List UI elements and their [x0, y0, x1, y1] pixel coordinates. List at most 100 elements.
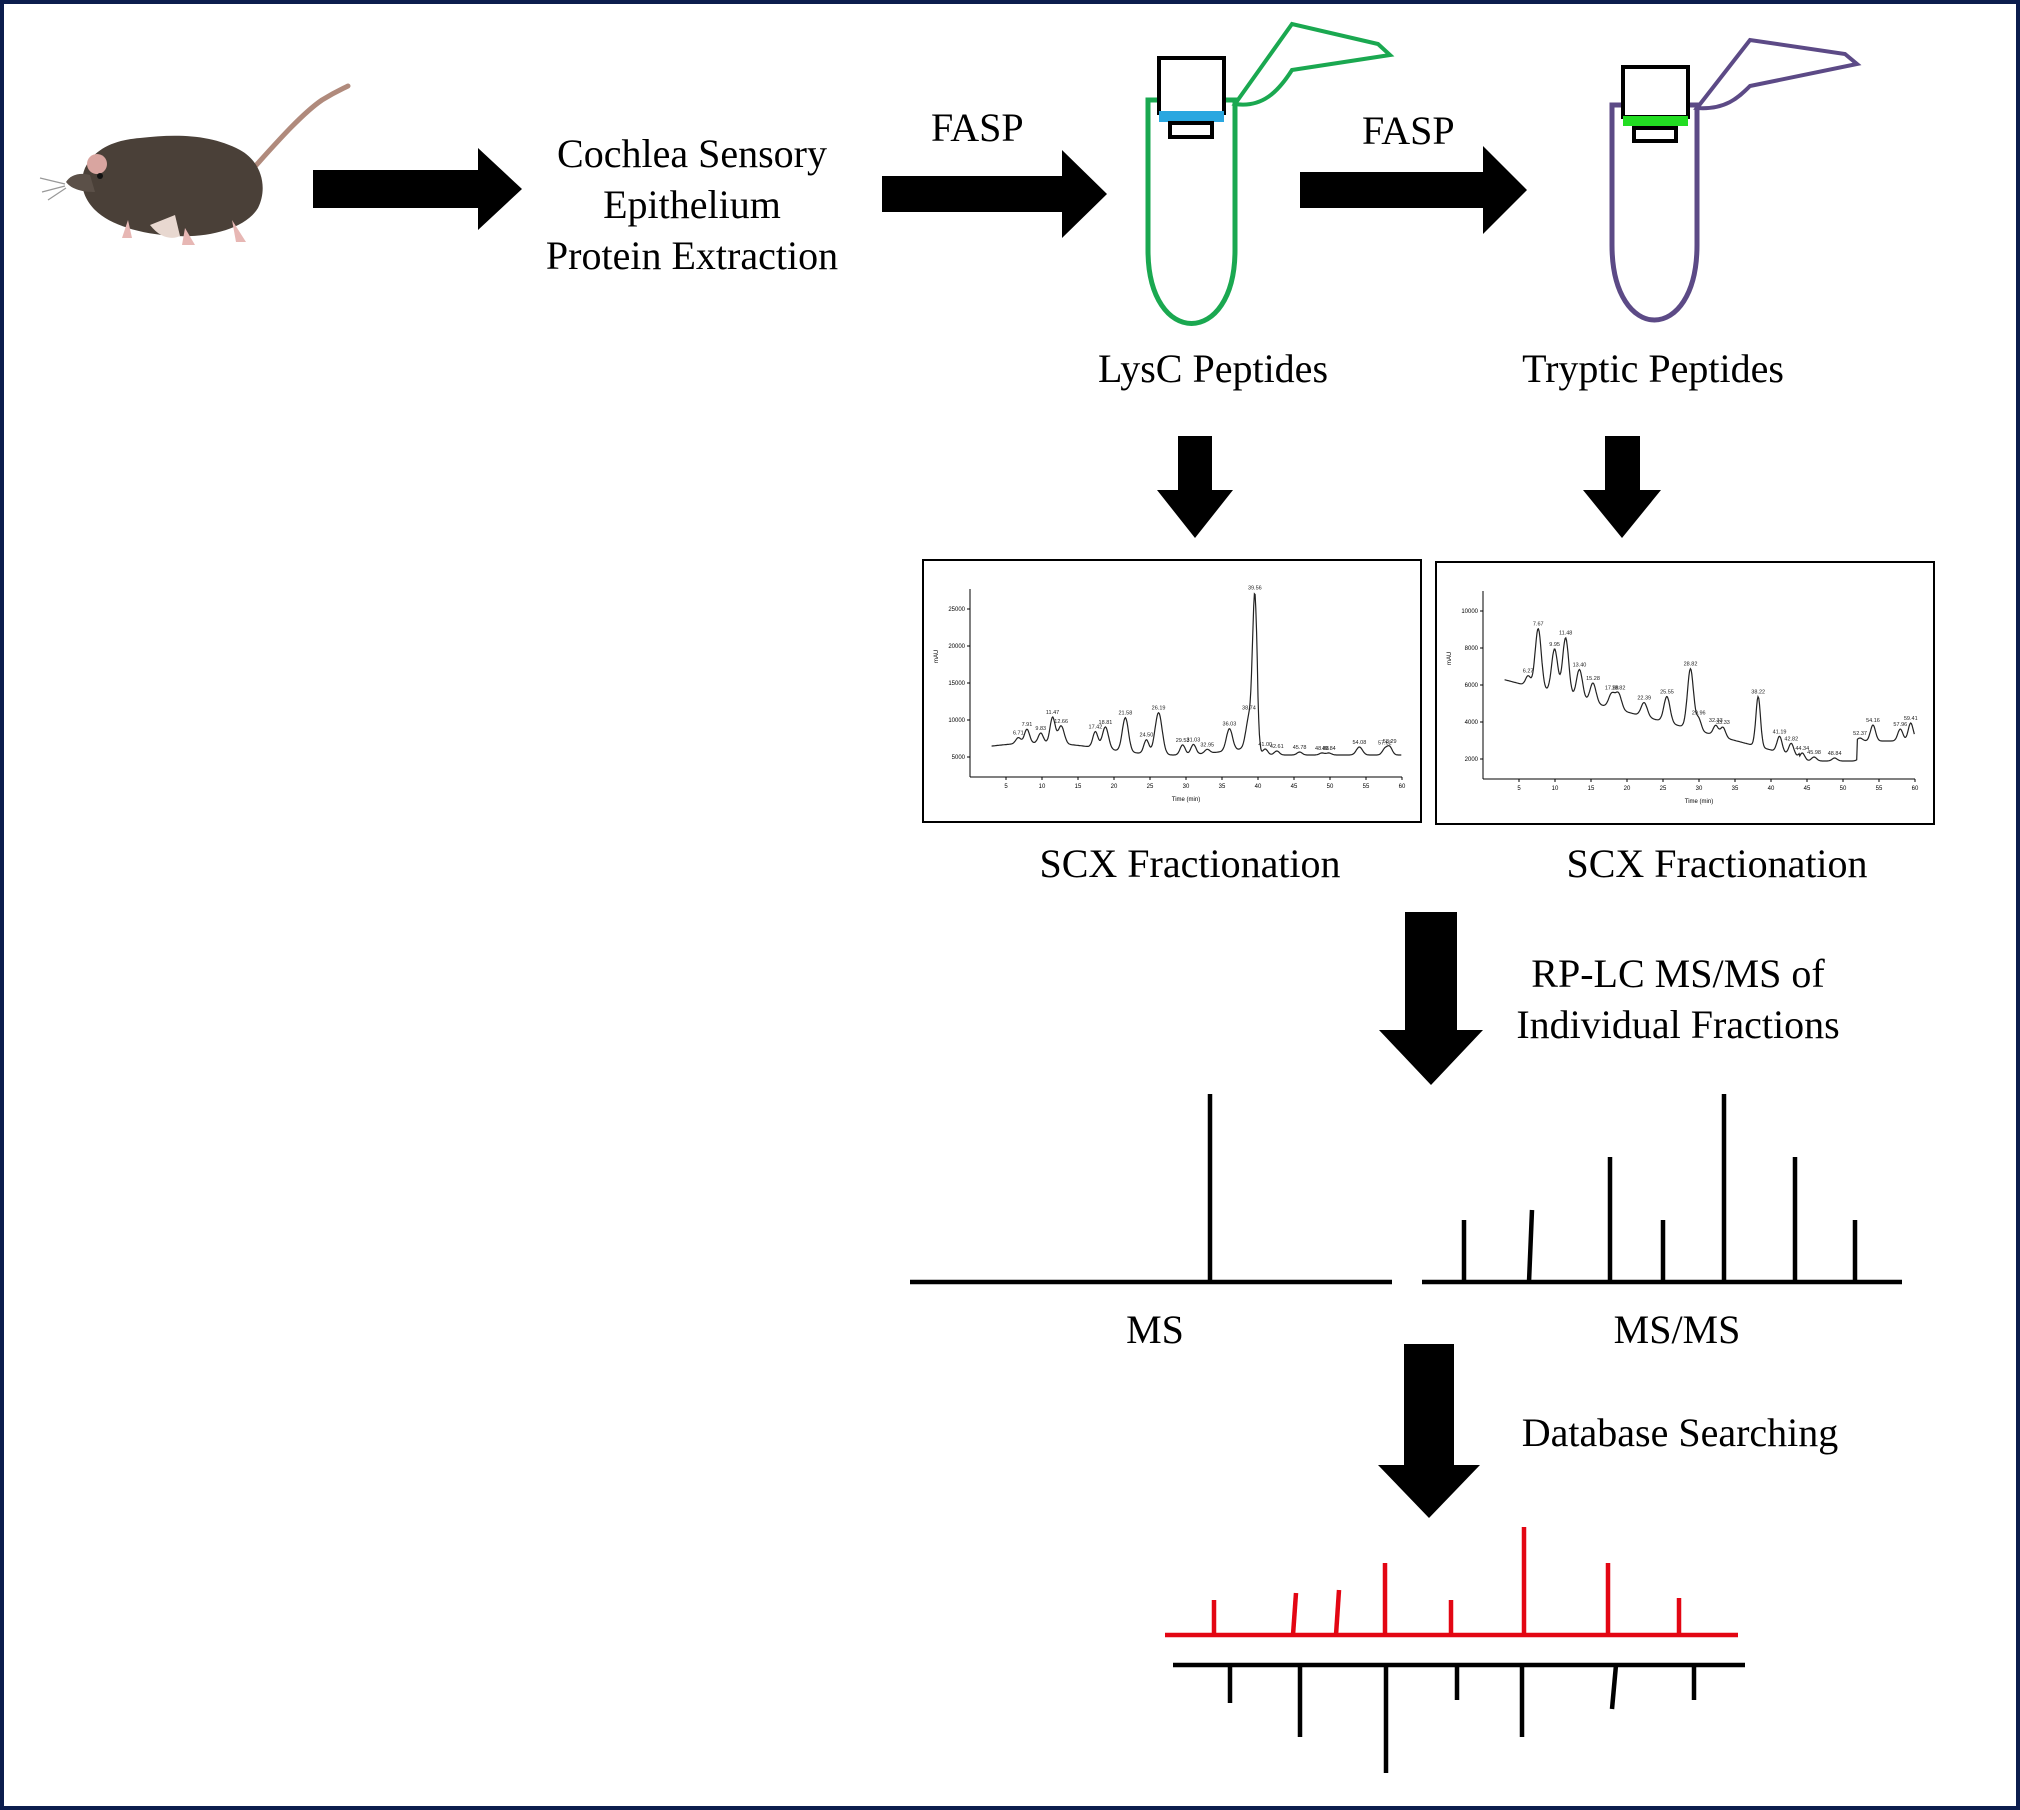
- y-axis-unit: mAU: [934, 650, 940, 663]
- x-tick-label: 45: [1804, 786, 1811, 792]
- peak-label: 29.53: [1176, 738, 1190, 744]
- extraction-label: Cochlea Sensory Epithelium Protein Extra…: [546, 128, 838, 281]
- peak-label: 41.00: [1258, 742, 1272, 748]
- x-tick-label: 30: [1183, 784, 1190, 790]
- peak-label: 41.19: [1773, 729, 1787, 735]
- x-tick-label: 10: [1039, 784, 1046, 790]
- peak-label: 9.83: [1035, 726, 1046, 732]
- x-tick-label: 20: [1624, 786, 1631, 792]
- x-tick-label: 55: [1363, 784, 1370, 790]
- rplc-msms-label: RP-LC MS/MS of Individual Fractions: [1516, 948, 1839, 1050]
- peak-label: 7.91: [1022, 722, 1033, 728]
- peak-label: 17.88: [1605, 686, 1619, 692]
- y-tick-label: 8000: [1465, 646, 1479, 652]
- peak-label: 21.58: [1118, 711, 1132, 717]
- peak-label: 32.33: [1709, 718, 1723, 724]
- peak-label: 57.62: [1378, 741, 1392, 747]
- ms-label: MS: [1126, 1307, 1184, 1352]
- peak-label: 11.48: [1559, 631, 1572, 637]
- extraction-label-line-2: Epithelium: [603, 182, 781, 227]
- x-tick-label: 10: [1552, 786, 1559, 792]
- peak-label: 7.67: [1533, 622, 1544, 628]
- fasp-label-1: FASP: [931, 105, 1024, 150]
- peak-label: 28.82: [1684, 662, 1698, 668]
- peak-label: 32.95: [1200, 742, 1214, 748]
- chromatogram-trace: [1504, 627, 1915, 762]
- rplc-msms-label-line-2: Individual Fractions: [1516, 1002, 1840, 1047]
- x-tick-label: 30: [1696, 786, 1703, 792]
- scx-fractionation-label-right: SCX Fractionation: [1566, 841, 1868, 886]
- tryptic-peptides-label: Tryptic Peptides: [1522, 346, 1784, 391]
- msms-label: MS/MS: [1613, 1307, 1741, 1352]
- peak-label: 42.82: [1784, 736, 1798, 742]
- y-tick-label: 20000: [948, 644, 965, 650]
- peak-label: 13.40: [1573, 662, 1587, 668]
- peak-label: 48.88: [1315, 746, 1329, 752]
- y-tick-label: 4000: [1465, 720, 1479, 726]
- arrow-rat-to-extraction: [313, 148, 522, 230]
- x-tick-label: 40: [1768, 786, 1775, 792]
- arrow-down-lysc: [1157, 436, 1233, 538]
- peak-label: 44.34: [1795, 746, 1809, 752]
- x-tick-label: 15: [1588, 786, 1595, 792]
- arrow-down-tryptic: [1583, 436, 1661, 538]
- lysc-peptides-label: LysC Peptides: [1097, 346, 1329, 391]
- x-tick-label: 50: [1840, 786, 1847, 792]
- x-tick-label: 20: [1111, 784, 1118, 790]
- peak-label: 6.27: [1523, 669, 1534, 675]
- peak-label: 49.84: [1322, 746, 1336, 752]
- peak-label: 48.84: [1828, 751, 1842, 757]
- y-tick-label: 6000: [1465, 683, 1479, 689]
- y-tick-label: 10000: [948, 718, 965, 724]
- peak-label: 11.47: [1046, 710, 1059, 716]
- rat-illustration: [39, 83, 351, 245]
- peak-label: 18.81: [1099, 720, 1113, 726]
- x-axis-label: Time (min): [1172, 797, 1200, 803]
- y-tick-label: 2000: [1465, 757, 1479, 763]
- extraction-label-line-1: Cochlea Sensory: [557, 131, 827, 176]
- x-tick-label: 5: [1004, 784, 1008, 790]
- tryptic-tube-icon: [1609, 37, 1862, 323]
- x-tick-label: 60: [1399, 784, 1406, 790]
- arrow-down-rplc: [1379, 912, 1483, 1085]
- peak-label: 54.08: [1352, 740, 1366, 746]
- y-tick-label: 15000: [948, 681, 965, 687]
- x-tick-label: 15: [1075, 784, 1082, 790]
- peak-label: 6.71: [1013, 731, 1024, 737]
- x-tick-label: 45: [1291, 784, 1298, 790]
- peak-label: 57.96: [1893, 722, 1907, 728]
- peak-label: 59.41: [1904, 716, 1918, 722]
- arrow-lysc-to-tryptic: [1300, 146, 1527, 234]
- peak-label: 38.22: [1751, 690, 1765, 696]
- ms-spectrum: [910, 1094, 1392, 1285]
- scx-fractionation-label-left: SCX Fractionation: [1039, 841, 1341, 886]
- peak-label: 24.50: [1140, 733, 1154, 739]
- peak-label: 38.74: [1242, 706, 1256, 712]
- peak-label: 18.82: [1612, 686, 1626, 692]
- chromatogram-trace: [991, 592, 1402, 756]
- database-searching-label: Database Searching: [1521, 1410, 1839, 1455]
- fasp-label-2: FASP: [1362, 108, 1455, 153]
- arrow-extraction-to-lysc: [882, 150, 1107, 238]
- peak-label: 52.37: [1853, 731, 1867, 737]
- x-tick-label: 40: [1255, 784, 1262, 790]
- x-tick-label: 60: [1912, 786, 1919, 792]
- y-tick-label: 5000: [952, 755, 966, 761]
- rplc-msms-label-line-1: RP-LC MS/MS of: [1531, 951, 1825, 996]
- peak-label: 15.28: [1586, 676, 1600, 682]
- x-tick-label: 25: [1660, 786, 1667, 792]
- lysc-tube-icon: [1145, 21, 1395, 326]
- peak-label: 33.33: [1716, 720, 1730, 726]
- matched-spectrum-theoretical: [1173, 1662, 1745, 1773]
- y-tick-label: 10000: [1461, 609, 1478, 615]
- peak-label: 12.66: [1054, 719, 1068, 725]
- x-tick-label: 50: [1327, 784, 1334, 790]
- extraction-label-line-3: Protein Extraction: [545, 233, 839, 278]
- x-tick-label: 35: [1732, 786, 1739, 792]
- msms-spectrum: [1422, 1094, 1902, 1285]
- peak-label: 42.61: [1270, 744, 1284, 750]
